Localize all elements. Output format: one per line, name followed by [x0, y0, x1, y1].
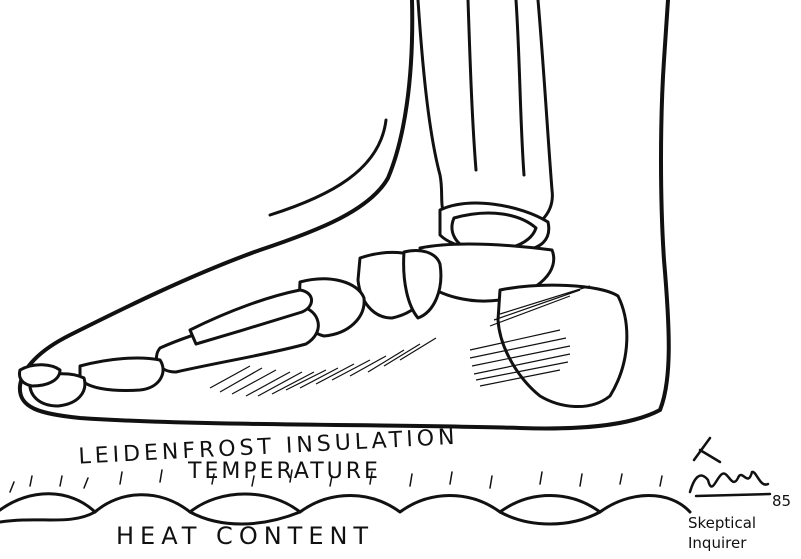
toe-bones [20, 358, 164, 406]
tarsal-bones [300, 203, 627, 406]
metatarsal-bones [157, 290, 319, 372]
temperature-label: TEMPERATURE [187, 459, 381, 484]
credit-line-2: Inquirer [688, 534, 747, 552]
signature-year: 85 [772, 492, 791, 510]
artist-signature: 85 [690, 438, 791, 510]
leg-bones [418, 0, 552, 220]
heat-content-label: HEAT CONTENT [116, 522, 374, 550]
credit-line-1: Skeptical [688, 514, 756, 532]
